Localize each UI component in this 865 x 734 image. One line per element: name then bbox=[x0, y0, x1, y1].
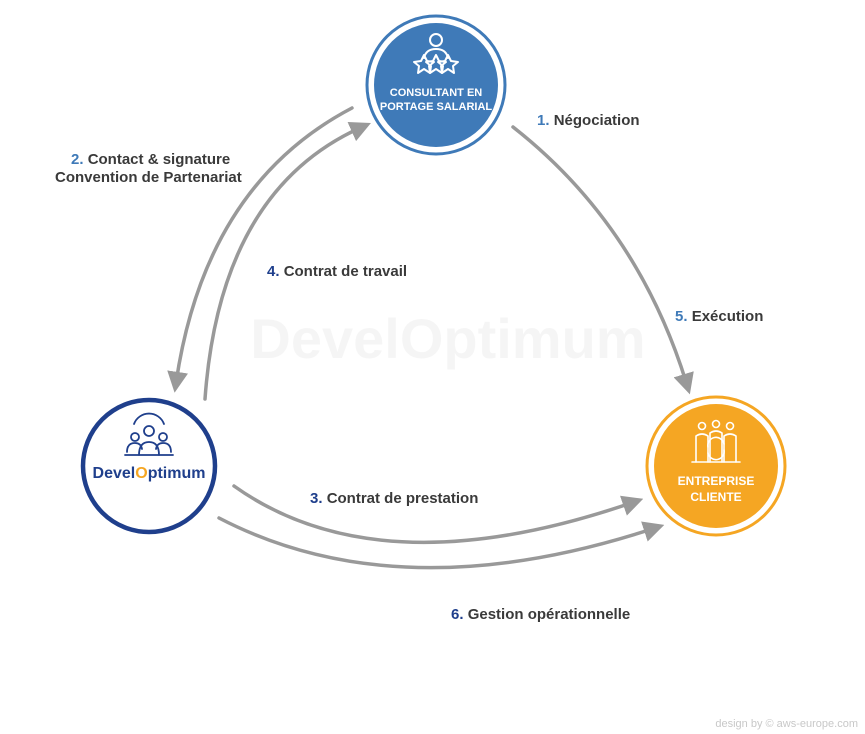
node-developtimum: DevelOptimum bbox=[80, 397, 218, 535]
team-network-icon bbox=[124, 412, 174, 456]
flow-label-contrat-travail: 4. Contrat de travail bbox=[267, 263, 407, 280]
flow-label-convention-partenariat: Convention de Partenariat bbox=[55, 169, 242, 186]
team-cycle-icon bbox=[691, 419, 741, 463]
design-credit: design by © aws-europe.com bbox=[715, 718, 858, 730]
arrow-contact-signature bbox=[167, 106, 354, 393]
arrow-contrat-travail bbox=[203, 121, 371, 401]
arrow-contrat-prestation bbox=[232, 484, 644, 545]
flow-label-negociation: 1. Négociation bbox=[537, 112, 640, 129]
flow-label-contact-signature: 2. Contact & signature bbox=[71, 151, 230, 168]
arrow-negociation bbox=[511, 125, 694, 395]
developtimum-logo: DevelOptimum bbox=[93, 465, 206, 482]
arrows bbox=[167, 106, 694, 570]
flow-label-gestion-operationnelle: 6. Gestion opérationnelle bbox=[451, 606, 630, 623]
consultant-label-line2: PORTAGE SALARIAL bbox=[380, 101, 493, 113]
arrow-gestion-operationnelle bbox=[217, 516, 665, 570]
flow-label-contrat-prestation: 3. Contrat de prestation bbox=[310, 490, 478, 507]
entreprise-label-line1: ENTREPRISE bbox=[678, 474, 755, 488]
node-entreprise: ENTREPRISE CLIENTE bbox=[645, 395, 787, 537]
watermark: DevelOptimum bbox=[250, 307, 645, 370]
flow-label-execution: 5. Exécution bbox=[675, 308, 763, 325]
consultant-label-line1: CONSULTANT EN bbox=[390, 87, 483, 99]
entreprise-label-line2: CLIENTE bbox=[690, 490, 741, 504]
node-consultant: CONSULTANT EN PORTAGE SALARIAL bbox=[365, 14, 507, 156]
consultant-stars-icon bbox=[413, 33, 459, 74]
